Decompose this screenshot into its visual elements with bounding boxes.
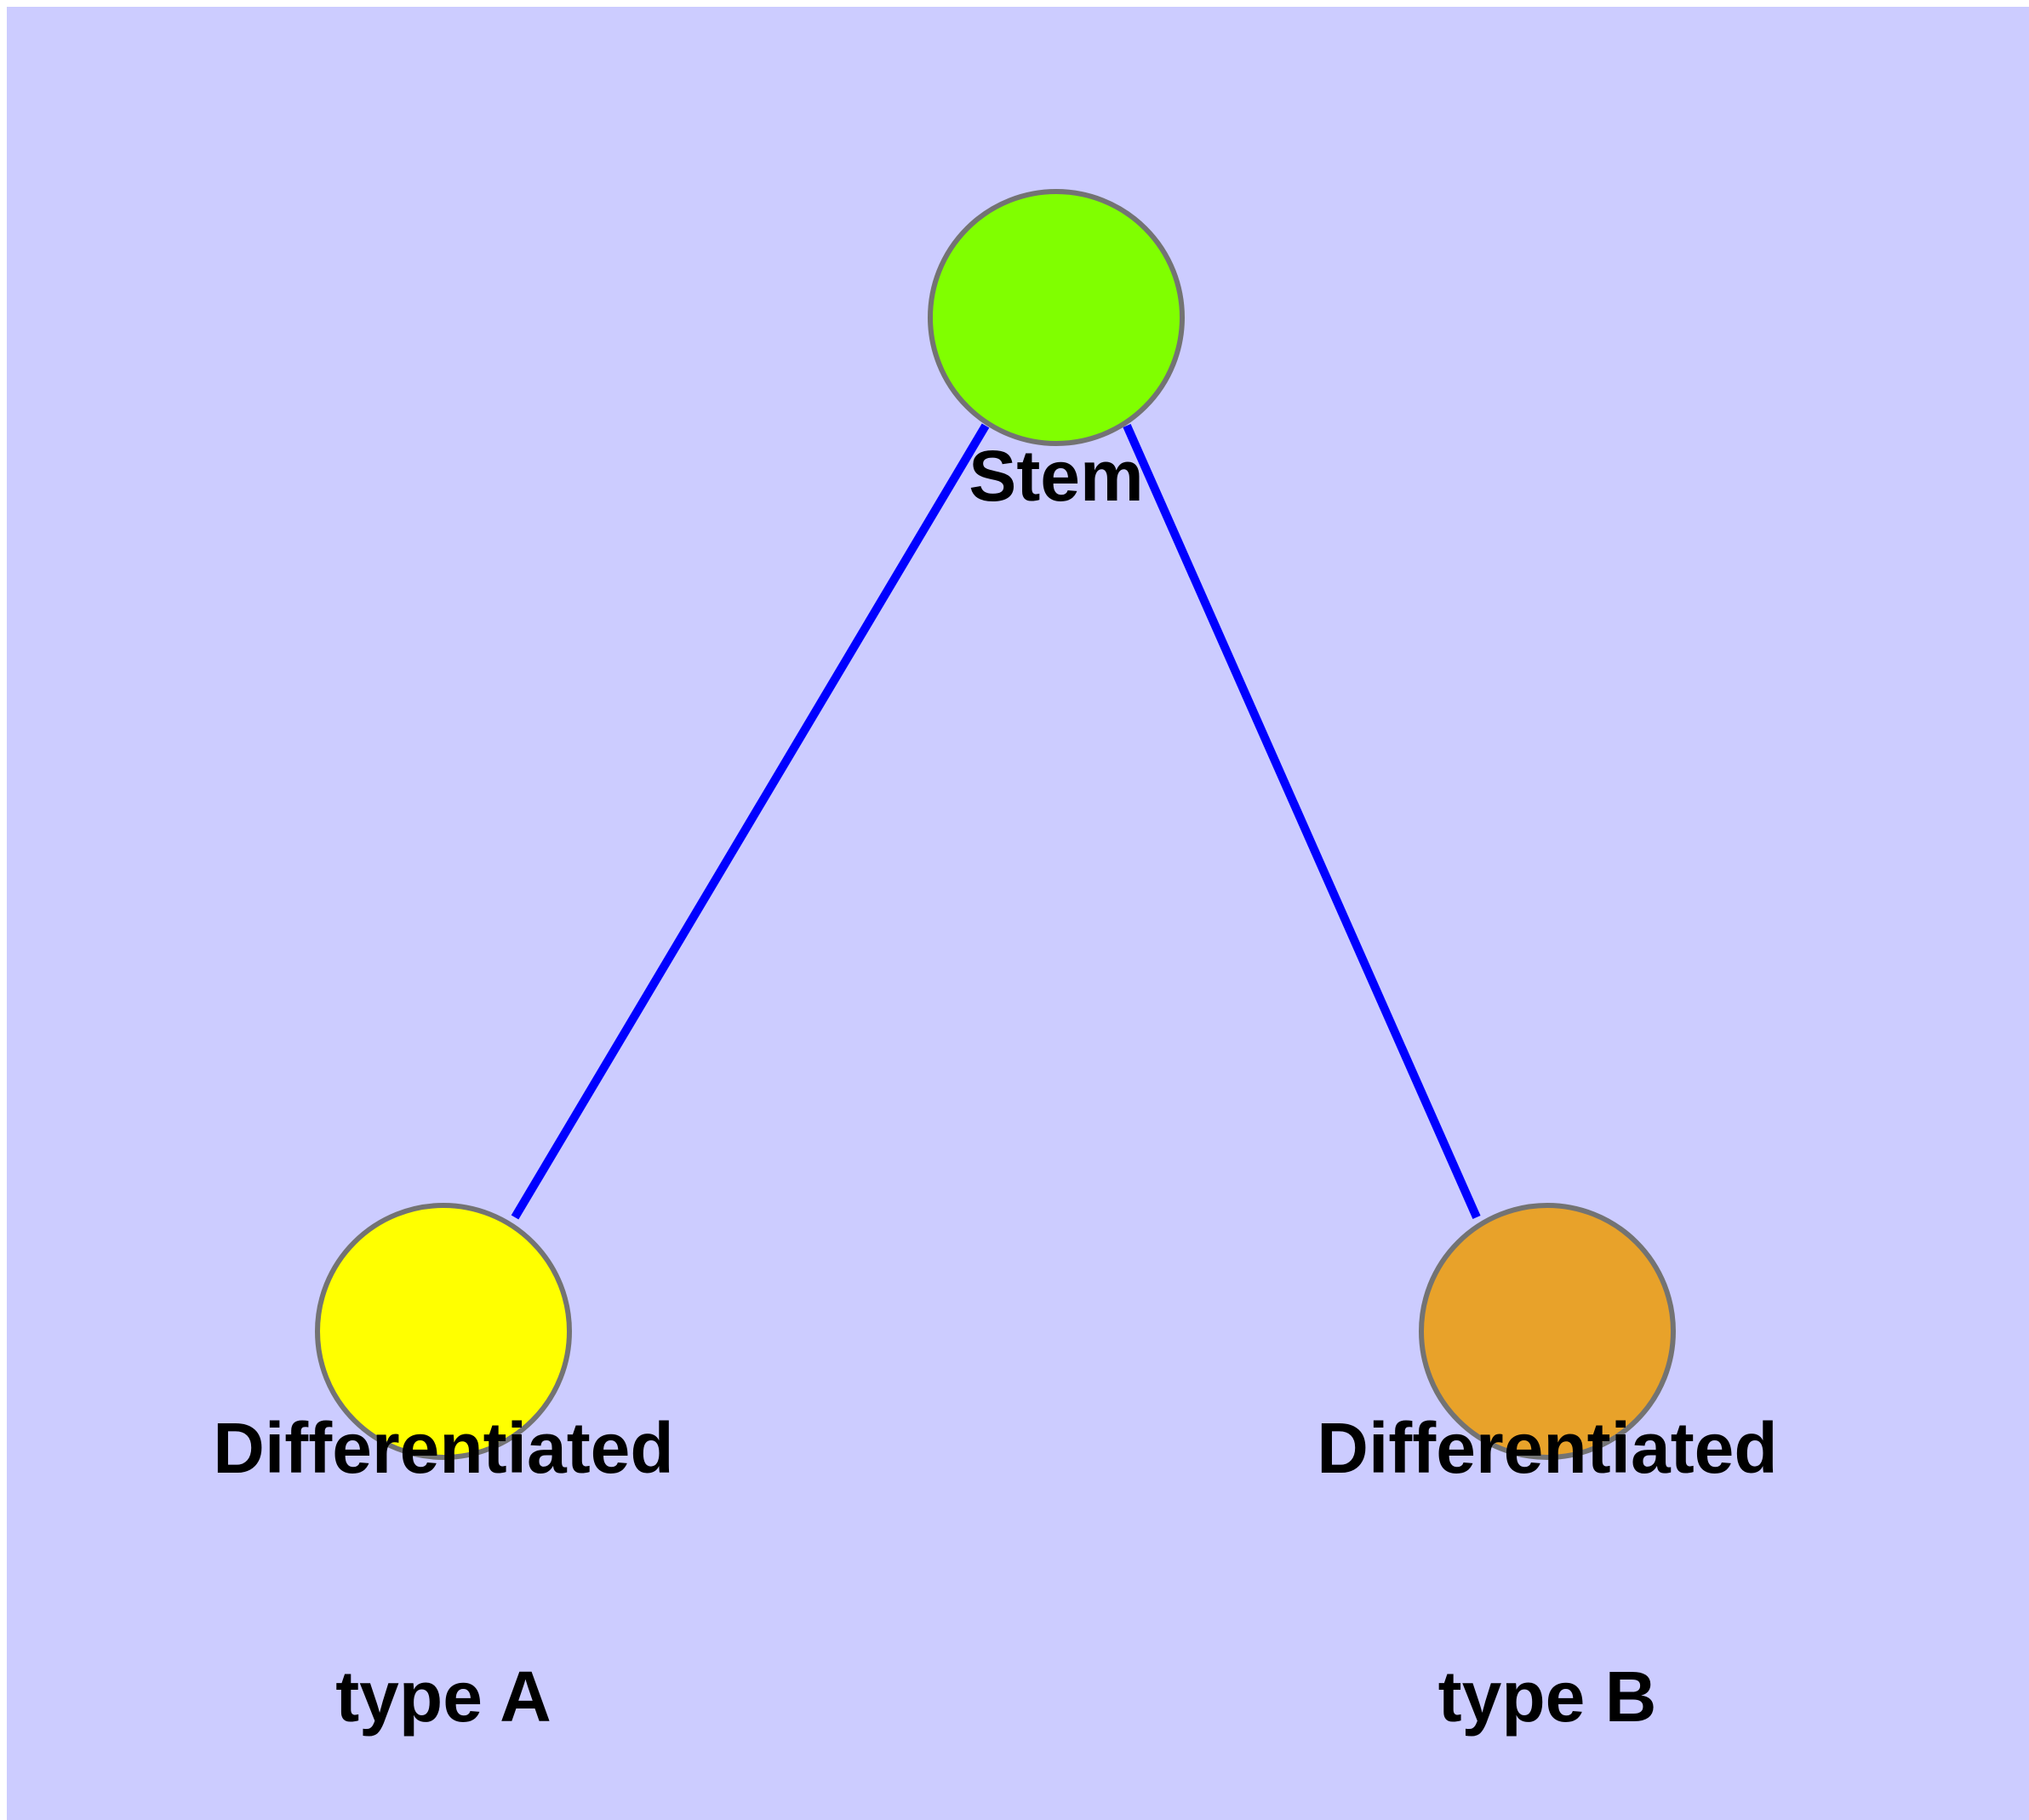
- node-circle-differentiated-type-b[interactable]: [1419, 1203, 1676, 1460]
- edge-stem-to-differentiated-type-a[interactable]: [511, 423, 990, 1220]
- edge-stem-to-differentiated-type-b[interactable]: [1123, 423, 1481, 1220]
- node-layer: [315, 189, 1676, 1460]
- node-circle-stem[interactable]: [928, 189, 1185, 446]
- edge-layer: [511, 423, 1481, 1220]
- node-circle-differentiated-type-a[interactable]: [315, 1203, 572, 1460]
